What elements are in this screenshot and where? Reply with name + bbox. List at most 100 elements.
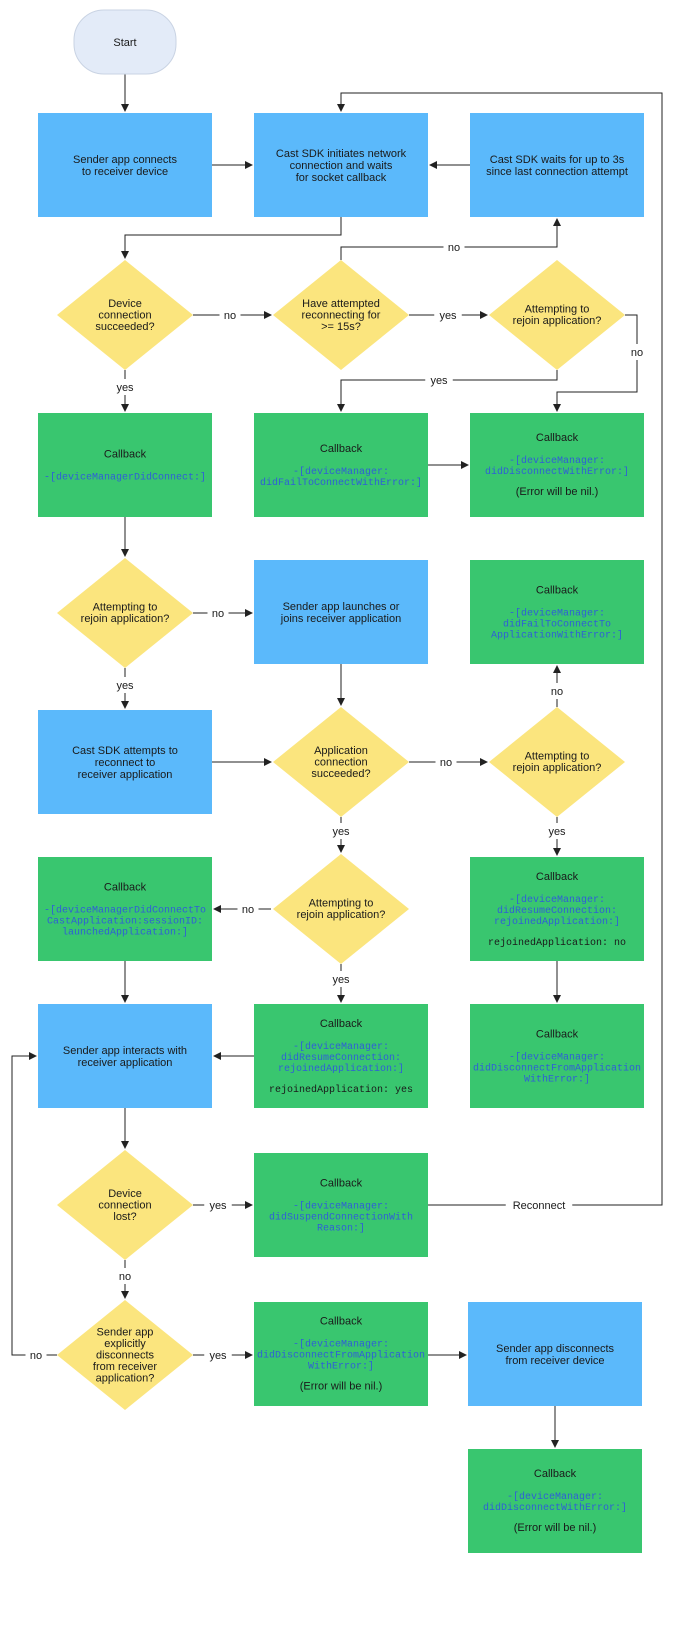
dev-conn-label-line-1: connection xyxy=(98,309,151,321)
cb-disc-app2-code-line-0: -[deviceManager: xyxy=(293,1339,389,1351)
cb-disconnect2-shape xyxy=(468,1449,642,1553)
cb-suspend-code-line-0: -[deviceManager: xyxy=(293,1201,389,1213)
edge-label-appconn-no: no xyxy=(435,754,457,770)
edge-label-bg xyxy=(204,1197,232,1213)
cb-resume-no-shape xyxy=(470,857,644,961)
edge-label-text: yes xyxy=(116,382,134,394)
cb-disconnect1-code-line-1: didDisconnectWithError:] xyxy=(485,466,629,478)
cb-disc-app1-shape xyxy=(470,1004,644,1108)
cb-failconnect-code-line-0: -[deviceManager: xyxy=(293,466,389,478)
initiate-shape xyxy=(254,113,428,217)
cb-failapp-title-line-0: Callback xyxy=(536,585,579,597)
interact-label-line-0: Sender app interacts with xyxy=(63,1045,187,1057)
rejoin1-label-line-1: rejoin application? xyxy=(513,315,602,327)
edge-label-devconn-no: no xyxy=(219,307,241,323)
cb-disc-app2-note-line-0: (Error will be nil.) xyxy=(300,1381,383,1393)
cb-connect-shape xyxy=(38,413,212,517)
edge-label-text: no xyxy=(440,757,452,769)
edge-label-bg xyxy=(327,823,355,839)
rejoin1-shape xyxy=(489,260,625,370)
edge-label-reconnect: Reconnect xyxy=(505,1197,573,1213)
cb-resume-no-code-line-1: didResumeConnection: xyxy=(497,905,617,917)
reconnect-app-label-line-1: reconnect to xyxy=(95,757,156,769)
rejoin4-label-line-0: Attempting to xyxy=(309,898,374,910)
cb-disconnect1-code-line-0: -[deviceManager: xyxy=(509,455,605,467)
edge-label-rejoin4-no: no xyxy=(237,901,259,917)
node-cb-failconnect: Callback-[deviceManager:didFailToConnect… xyxy=(254,413,428,517)
cb-launched-code-line-1: CastApplication:sessionID: xyxy=(47,916,203,928)
wait3s-label-line-0: Cast SDK waits for up to 3s xyxy=(490,154,625,166)
cb-suspend-code-line-2: Reason:] xyxy=(317,1223,365,1235)
edge-label-rejoin1-no: no xyxy=(626,344,648,360)
dev-lost-shape xyxy=(57,1150,193,1260)
edge-label-text: no xyxy=(242,904,254,916)
rejoin3-shape xyxy=(489,707,625,817)
explicit-label-line-2: disconnects xyxy=(96,1349,155,1361)
edge-label-devlost-yes: yes xyxy=(204,1197,232,1213)
cb-resume-yes-code-line-2: rejoinedApplication:] xyxy=(278,1063,404,1075)
cb-resume-no-code-line-2: rejoinedApplication:] xyxy=(494,916,620,928)
cb-disconnect2-code-line-0: -[deviceManager: xyxy=(507,1491,603,1503)
edge-label-bg xyxy=(111,677,139,693)
connect-label-line-1: to receiver device xyxy=(82,166,168,178)
attempt15-label-line-0: Have attempted xyxy=(302,298,380,310)
rejoin1-label-line-0: Attempting to xyxy=(525,304,590,316)
edge-rejoin1-no-to-disconnect1 xyxy=(553,314,638,412)
reconnect-app-label-line-2: receiver application xyxy=(78,769,173,781)
explicit-label-line-1: explicitly xyxy=(104,1338,146,1350)
edge-label-bg xyxy=(327,971,355,987)
cb-connect-code-line-0: -[deviceManagerDidConnect:] xyxy=(44,472,206,484)
cb-resume-yes-note-line-0: rejoinedApplication: yes xyxy=(269,1084,413,1096)
app-conn-label-line-0: Application xyxy=(314,745,368,757)
edge-label-text: Reconnect xyxy=(513,1200,566,1212)
cb-suspend-code-line-1: didSuspendConnectionWith xyxy=(269,1212,413,1224)
cb-disconnect1-title-line-0: Callback xyxy=(536,432,579,444)
dev-conn-shape xyxy=(57,260,193,370)
cb-launched-title-line-0: Callback xyxy=(104,882,147,894)
edge-label-bg xyxy=(111,379,139,395)
node-cb-connect: Callback -[deviceManagerDidConnect:] xyxy=(38,413,212,517)
edge-label-bg xyxy=(505,1197,573,1213)
cb-resume-no-note-line-0: rejoinedApplication: no xyxy=(488,937,626,949)
cb-disc-app1-code-line-1: didDisconnectFromApplication xyxy=(473,1063,641,1075)
edge-label-attempt15-no: no xyxy=(443,239,465,255)
rejoin2-label-line-1: rejoin application? xyxy=(81,613,170,625)
cb-resume-no-title-line-0: Callback xyxy=(536,871,579,883)
cb-disc-app2-code-line-1: didDisconnectFromApplication xyxy=(257,1350,425,1362)
edge-label-rejoin4-yes: yes xyxy=(327,971,355,987)
cb-disc-app2-title-line-0: Callback xyxy=(320,1316,363,1328)
cb-connect-title-line-0: Callback xyxy=(104,449,147,461)
cb-disconnect2-code-line-1: didDisconnectWithError:] xyxy=(483,1502,627,1514)
cb-disc-app1-code-line-2: WithError:] xyxy=(524,1074,590,1086)
initiate-label-line-1: connection and waits xyxy=(290,160,393,172)
app-conn-label-line-2: succeeded? xyxy=(311,768,370,780)
cb-failapp-code-line-1: didFailToConnectTo xyxy=(503,619,611,631)
cb-disc-app1-code-line-0: -[deviceManager: xyxy=(509,1052,605,1064)
edge-label-text: yes xyxy=(439,310,457,322)
interact-shape xyxy=(38,1004,212,1108)
node-cb-suspend: Callback-[deviceManager:didSuspendConnec… xyxy=(254,1153,428,1257)
attempt15-shape xyxy=(273,260,409,370)
node-cb-launched: Callback-[deviceManagerDidConnectToCastA… xyxy=(38,857,212,961)
launch-shape xyxy=(254,560,428,664)
cb-failapp-shape xyxy=(470,560,644,664)
edge-label-bg xyxy=(237,901,259,917)
explicit-label-line-0: Sender app xyxy=(97,1326,154,1338)
cb-suspend-shape xyxy=(254,1153,428,1257)
edge-label-text: yes xyxy=(548,826,566,838)
node-cb-resume-yes: Callback-[deviceManager:didResumeConnect… xyxy=(254,1004,428,1108)
dev-lost-label-line-2: lost? xyxy=(113,1211,136,1223)
cb-launched-code-line-2: launchedApplication:] xyxy=(62,927,188,939)
cb-disc-app1-title-line-0: Callback xyxy=(536,1029,579,1041)
explicit-label-line-3: from receiver xyxy=(93,1361,158,1373)
connect-shape xyxy=(38,113,212,217)
cb-disc-app2-shape xyxy=(254,1302,428,1406)
edge-suspend-reconnect-to-initiate xyxy=(337,92,663,1206)
